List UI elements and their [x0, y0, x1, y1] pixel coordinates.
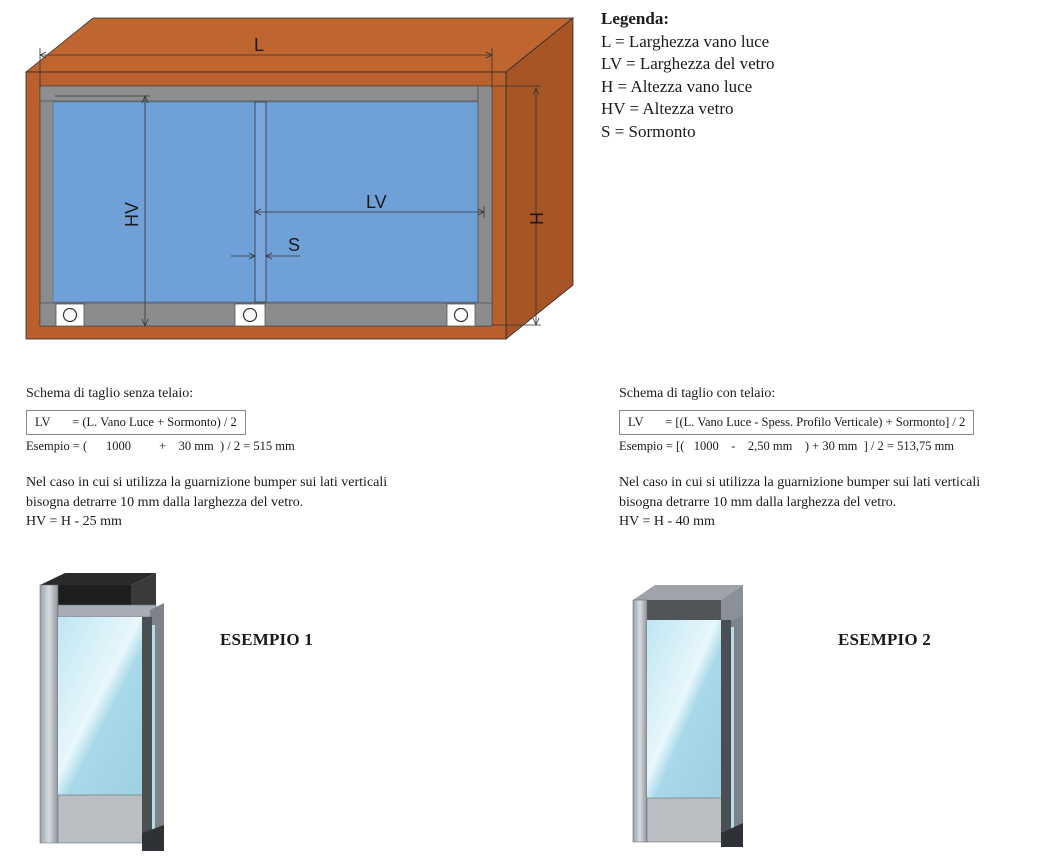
note-line: Nel caso in cui si utilizza la guarnizio…	[619, 475, 981, 490]
cabinet-top-face	[24, 17, 575, 73]
dimension-LV	[254, 206, 485, 218]
left-note: Nel caso in cui si utilizza la guarnizio…	[26, 473, 387, 532]
label-L: L	[254, 35, 264, 55]
legend-item: H = Altezza vano luce	[601, 76, 753, 96]
bottom-rail	[39, 302, 493, 327]
roller-right	[446, 303, 476, 327]
label-S: S	[288, 235, 300, 255]
label-HV: HV	[122, 202, 142, 227]
note-line: HV = H - 40 mm	[619, 514, 715, 529]
legend-title: Legenda:	[601, 9, 669, 28]
right-note: Nel caso in cui si utilizza la guarnizio…	[619, 473, 980, 532]
legend: Legenda: L = Larghezza vano luce LV = La…	[601, 8, 775, 143]
label-LV: LV	[366, 192, 387, 212]
right-profile	[477, 85, 493, 327]
cabinet-diagram: L HV LV S H	[24, 17, 575, 340]
left-scheme-title: Schema di taglio senza telaio:	[26, 386, 194, 401]
legend-item: HV = Altezza vetro	[601, 99, 734, 118]
legend-item: LV = Larghezza del vetro	[601, 54, 775, 73]
glass-panel-left	[52, 101, 256, 303]
note-line: bisogna detrarre 10 mm dalla larghezza d…	[619, 494, 897, 510]
note-line: HV = H - 25 mm	[26, 514, 122, 529]
left-formula-box: LV = (L. Vano Luce + Sormonto) / 2	[26, 410, 246, 435]
example-1-title: ESEMPIO 1	[220, 630, 313, 649]
label-H: H	[526, 212, 546, 225]
example-2-profile-illustration	[632, 585, 743, 847]
cabinet-side-face	[505, 17, 574, 340]
top-rail	[39, 85, 479, 102]
roller-left	[55, 303, 85, 327]
roller-center	[234, 303, 266, 327]
right-scheme-title: Schema di taglio con telaio:	[619, 386, 776, 401]
note-line: bisogna detrarre 10 mm dalla larghezza d…	[26, 494, 304, 510]
example-1-profile-illustration	[39, 573, 164, 851]
dimension-S	[231, 252, 300, 260]
note-line: Nel caso in cui si utilizza la guarnizio…	[26, 475, 388, 490]
legend-item: L = Larghezza vano luce	[601, 31, 770, 51]
dimension-L	[39, 48, 493, 88]
dimension-H	[492, 85, 541, 327]
dimension-HV	[55, 94, 150, 328]
example-2-title: ESEMPIO 2	[838, 630, 931, 649]
glass-panel-right	[265, 101, 479, 303]
right-formula-box: LV = [(L. Vano Luce - Spess. Profilo Ver…	[619, 410, 975, 435]
legend-item: S = Sormonto	[601, 121, 696, 141]
left-example-line: Esempio = ( 1000 + 30 mm ) / 2 = 515 mm	[26, 439, 295, 453]
right-example-line: Esempio = [( 1000 - 2,50 mm ) + 30 mm ] …	[619, 439, 955, 453]
overlap-strip	[254, 101, 267, 303]
